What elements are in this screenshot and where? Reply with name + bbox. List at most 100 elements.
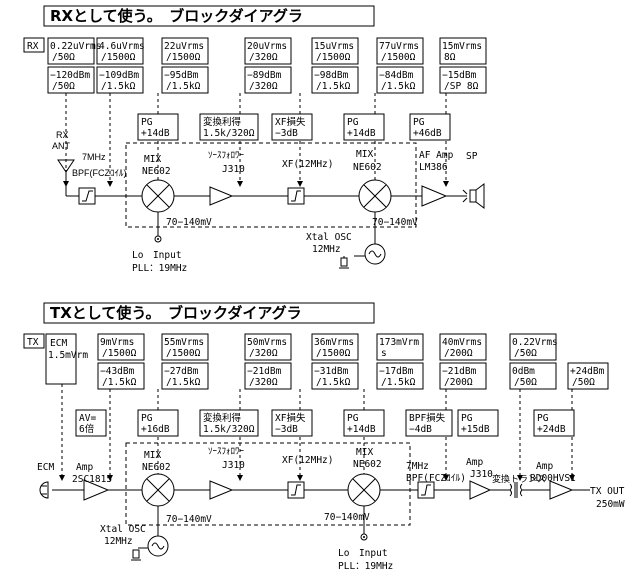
rx-mix2-label-2: NE602 bbox=[353, 162, 382, 173]
tx-level-bottom-line-1: −31dBm bbox=[314, 366, 349, 377]
rx-level-top-line-1: 20uVrms bbox=[247, 41, 287, 52]
tx-module-outline bbox=[125, 442, 411, 526]
rx-level-bottom-line-2: /1.5kΩ bbox=[101, 81, 136, 92]
rx-antenna-icon bbox=[57, 159, 75, 196]
tx-level-top-box bbox=[244, 333, 292, 361]
tx-level-boxes: 9mVrms/1500Ω−43dBm/1.5kΩ55mVrms/1500Ω−27… bbox=[59, 333, 609, 481]
tx-level-bottom-line-1: +24dBm bbox=[570, 366, 605, 377]
tx-level-top-line-2: /1500Ω bbox=[102, 348, 137, 359]
tx-level-bottom-box bbox=[311, 362, 359, 390]
rx-level-top-line-1: 15mVrms bbox=[442, 41, 482, 52]
rx-level-top-box bbox=[244, 37, 292, 65]
rx-mix1-label-2: NE602 bbox=[142, 166, 171, 177]
tx-gain-box bbox=[343, 409, 385, 437]
rx-level-bottom-line-1: −15dBm bbox=[442, 70, 477, 81]
rx-gain-line-2: +14dB bbox=[141, 128, 170, 139]
rx-level-top-line-1: 22uVrms bbox=[164, 41, 204, 52]
rx-mv2-label: 70−140mV bbox=[372, 217, 418, 228]
rx-level-bottom-line-1: −98dBm bbox=[314, 70, 349, 81]
tx-level-bottom-line-2: /200Ω bbox=[444, 377, 473, 388]
rx-level-top-line-2: 8Ω bbox=[444, 52, 456, 63]
tx-title: TXとして使う。 ブロックダイアグラ bbox=[50, 304, 302, 322]
tx-level-bottom-line-2: /1.5kΩ bbox=[166, 377, 201, 388]
rx-level-bottom-box bbox=[47, 66, 95, 94]
rx-level-top-line-2: /50Ω bbox=[52, 52, 75, 63]
tx-gain-line-2: +15dB bbox=[461, 424, 490, 435]
rx-level-top-box bbox=[96, 37, 144, 65]
rx-gain-line-2: 1.5k/320Ω bbox=[203, 128, 255, 139]
rx-level-bottom-line-1: −109dBm bbox=[99, 70, 139, 81]
rx-speaker-icon bbox=[462, 183, 485, 209]
tx-mixer-2-icon bbox=[347, 473, 381, 507]
tx-level-bottom-line-1: −17dBm bbox=[379, 366, 414, 377]
rx-level-top-box bbox=[161, 37, 209, 65]
rx-gain-box bbox=[409, 113, 451, 141]
tx-gain-line-2: +24dB bbox=[537, 424, 566, 435]
tx-bpf-label-1: 7MHz bbox=[406, 461, 429, 472]
tx-bpf-label-2: BPF(FCZｺｲﾙ) bbox=[406, 473, 466, 484]
rx-level-top-box bbox=[47, 37, 95, 65]
tx-mix1-label-2: NE602 bbox=[142, 462, 171, 473]
rx-tag-box bbox=[23, 37, 45, 53]
tx-xf-label: XF(12MHz) bbox=[282, 455, 333, 466]
tx-gain-box bbox=[405, 409, 453, 437]
tx-mix1-label-1: MIX bbox=[144, 450, 161, 461]
tx-mv1-label: 70−140mV bbox=[166, 514, 212, 525]
tx-level-bottom-line-2: /50Ω bbox=[514, 377, 537, 388]
tx-ecm-level-box bbox=[45, 333, 77, 385]
rx-xtal-label-2: 12MHz bbox=[312, 244, 341, 255]
rx-level-bottom-line-1: −95dBm bbox=[164, 70, 199, 81]
tx-level-bottom-line-1: −43dBm bbox=[100, 366, 135, 377]
rx-xtal-label-1: Xtal OSC bbox=[306, 232, 352, 243]
rx-mv1-label: 70−140mV bbox=[166, 217, 212, 228]
tx-level-bottom-box bbox=[244, 362, 292, 390]
tx-mic-amp-icon bbox=[83, 479, 110, 501]
rx-level-bottom-line-1: −84dBm bbox=[379, 70, 414, 81]
tx-level-bottom-box bbox=[97, 362, 145, 390]
tx-level-top-box bbox=[509, 333, 557, 361]
rx-level-bottom-line-2: /1.5kΩ bbox=[381, 81, 416, 92]
tx-amp3-label-2: RD00HVS1 bbox=[530, 473, 576, 484]
tx-level-bottom-box bbox=[439, 362, 487, 390]
tx-ecm-box-line-1: ECM bbox=[50, 338, 67, 349]
rx-level-top-line-1: 4.6uVrms bbox=[99, 41, 145, 52]
tx-level-top-line-1: 9mVrms bbox=[100, 337, 134, 348]
rx-af-amp-icon bbox=[421, 185, 448, 207]
rx-sf-label-1: ｿｰｽﾌｫﾛﾜｰ bbox=[208, 150, 245, 160]
tx-gain-line-2: +14dB bbox=[347, 424, 376, 435]
tx-level-top-box bbox=[376, 333, 424, 361]
tx-gain-box bbox=[75, 409, 107, 437]
rx-gain-line-1: 変換利得 bbox=[203, 116, 242, 128]
rx-mixer-2-icon bbox=[358, 179, 392, 213]
rx-level-bottom-line-2: /320Ω bbox=[249, 81, 278, 92]
tx-level-top-line-1: 173mVrm bbox=[379, 337, 419, 348]
rx-level-top-line-1: 0.22uVrms bbox=[50, 41, 101, 52]
rx-bpf-label-2: BPF(FCZｺｲﾙ) bbox=[72, 168, 127, 178]
rx-mix2-label-1: MIX bbox=[356, 149, 373, 160]
tx-xtal-osc-icon bbox=[131, 535, 169, 561]
tx-source-follower-icon bbox=[209, 480, 234, 500]
tx-crystal-filter-icon bbox=[287, 481, 305, 499]
rx-level-bottom-box bbox=[439, 66, 487, 94]
rx-mixer-1-icon bbox=[141, 179, 175, 213]
tx-sf-label-1: ｿｰｽﾌｫﾛﾜｰ bbox=[208, 446, 245, 456]
rx-level-bottom-box bbox=[244, 66, 292, 94]
tx-ecm-box-line-2: 1.5mVrm bbox=[48, 350, 88, 361]
tx-gain-line-2: −3dB bbox=[275, 424, 298, 435]
rx-gain-box bbox=[199, 113, 259, 141]
rx-level-bottom-box bbox=[96, 66, 144, 94]
rx-level-top-line-1: 77uVrms bbox=[379, 41, 419, 52]
tx-gain-line-1: 変換利得 bbox=[203, 412, 242, 424]
tx-level-top-line-1: 55mVrms bbox=[164, 337, 204, 348]
tx-amp-label-2: 2SC1815 bbox=[72, 474, 112, 485]
tx-level-top-line-2: s bbox=[381, 348, 387, 359]
rx-level-top-line-2: /1500Ω bbox=[166, 52, 201, 63]
tx-title-box bbox=[43, 302, 375, 324]
tx-gain-box bbox=[533, 409, 575, 437]
tx-level-bottom-line-2: /1.5kΩ bbox=[102, 377, 137, 388]
tx-lo-label-2: PLL：19MHz bbox=[338, 561, 393, 572]
rx-af-label-2: LM386 bbox=[419, 162, 448, 173]
tx-gain-line-1: AV= bbox=[79, 413, 96, 424]
rx-mix1-label-1: MIX bbox=[144, 154, 161, 165]
tx-level-top-line-1: 0.22Vrms bbox=[512, 337, 558, 348]
